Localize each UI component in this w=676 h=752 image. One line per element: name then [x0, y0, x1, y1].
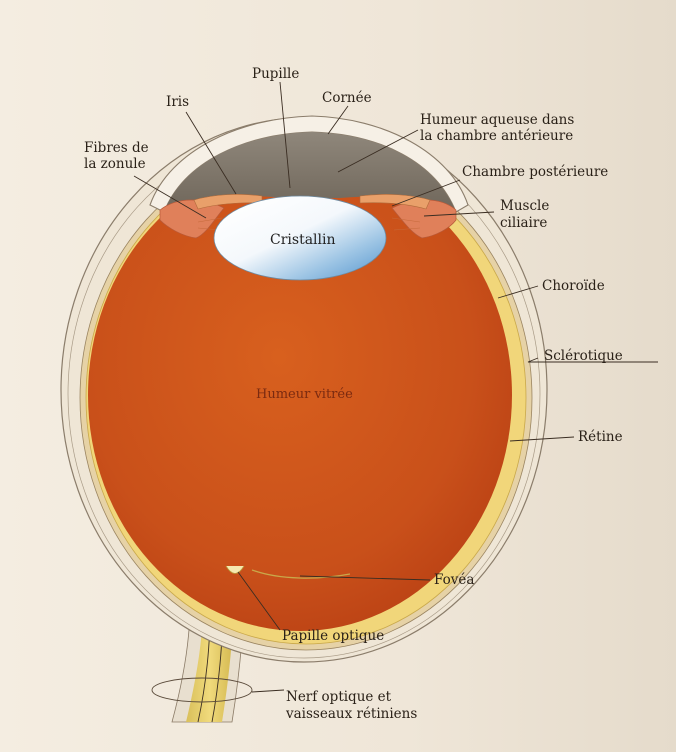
label-cristallin: Cristallin	[270, 232, 336, 248]
label-pupille: Pupille	[252, 66, 299, 82]
label-humeur-aqueuse-line2: la chambre antérieure	[420, 128, 573, 144]
label-iris: Iris	[166, 94, 189, 110]
label-fibres-line1: Fibres de	[84, 140, 149, 156]
label-fovea: Fovéa	[434, 572, 474, 588]
label-fibres-line2: la zonule	[84, 156, 146, 172]
label-choroide: Choroïde	[542, 278, 605, 294]
label-papille-optique: Papille optique	[282, 628, 384, 644]
label-nerf-line1: Nerf optique et	[286, 689, 392, 705]
label-muscle-line1: Muscle	[500, 198, 549, 214]
label-humeur-vitree: Humeur vitrée	[256, 387, 353, 402]
label-humeur-aqueuse-line1: Humeur aqueuse dans	[420, 112, 574, 128]
label-muscle-line2: ciliaire	[500, 215, 547, 231]
label-cornee: Cornée	[322, 90, 372, 106]
label-sclerotique: Sclérotique	[544, 348, 623, 364]
label-retine: Rétine	[578, 429, 623, 445]
label-chambre-posterieure: Chambre postérieure	[462, 164, 608, 180]
label-nerf-line2: vaisseaux rétiniens	[285, 706, 417, 722]
